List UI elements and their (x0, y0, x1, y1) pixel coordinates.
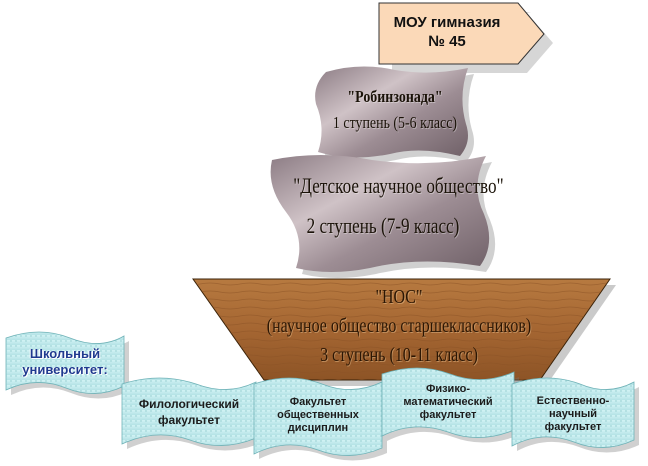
flag-line-1: МОУ гимназия (393, 14, 501, 31)
faculty-4-line-1: Естественно- (536, 395, 610, 407)
ship-hull (192, 278, 616, 386)
faculty-1-label: Филологический факультет (124, 396, 254, 428)
faculty-banner-2 (253, 377, 387, 461)
stage-2-subtitle: 2 ступень (7-9 класс) (306, 213, 460, 238)
stage-3-label: "НОС" (научное общество старшеклассников… (251, 283, 547, 370)
faculty-3-line-3: факультет (419, 409, 477, 421)
stage-2-label: "Детское научное общество" 2 ступень (7-… (293, 166, 504, 246)
stage-2-title: "Детское научное общество" (293, 173, 504, 198)
stage-1-subtitle: 1 ступень (5-6 класс) (332, 113, 458, 132)
faculty-4-label: Естественно- научный факультет (514, 395, 632, 434)
university-banner (5, 331, 129, 399)
faculty-3-line-2: математический (403, 396, 493, 408)
faculty-2-label: Факультет общественных дисциплин (256, 396, 380, 435)
faculty-3-line-1: Физико- (425, 383, 471, 395)
faculty-banner-3 (381, 367, 519, 443)
faculty-2-line-3: дисциплин (287, 422, 349, 434)
faculty-1-line-1: Филологический (138, 397, 240, 411)
stage-3-level: 3 ступень (10-11 класс) (320, 344, 478, 366)
stage-3-title: "НОС" (375, 286, 423, 308)
university-line-2: университет: (22, 362, 108, 377)
university-line-1: Школьный (29, 346, 101, 361)
faculty-3-label: Физико- математический факультет (384, 383, 512, 422)
faculty-2-line-2: общественных (277, 409, 359, 421)
stage-1-title: "Робинзонада" (347, 87, 443, 106)
sail-stage-2 (270, 155, 496, 278)
faculty-4-line-3: факультет (544, 421, 602, 433)
school-flag (378, 2, 553, 73)
stage-1-label: "Робинзонада" 1 ступень (5-6 класс) (325, 84, 464, 136)
university-label: Школьный университет: (8, 346, 122, 378)
faculty-1-line-2: факультет (158, 413, 220, 427)
flag-line-2: № 45 (428, 33, 466, 50)
faculty-2-line-1: Факультет (289, 396, 347, 408)
faculty-banner-4 (511, 377, 639, 453)
sail-stage-1 (315, 66, 474, 164)
faculty-banner-1 (121, 377, 261, 451)
faculty-4-line-2: научный (548, 408, 598, 420)
flag-label: МОУ гимназия № 45 (382, 13, 512, 51)
stage-3-subtitle: (научное общество старшеклассников) (266, 315, 532, 337)
